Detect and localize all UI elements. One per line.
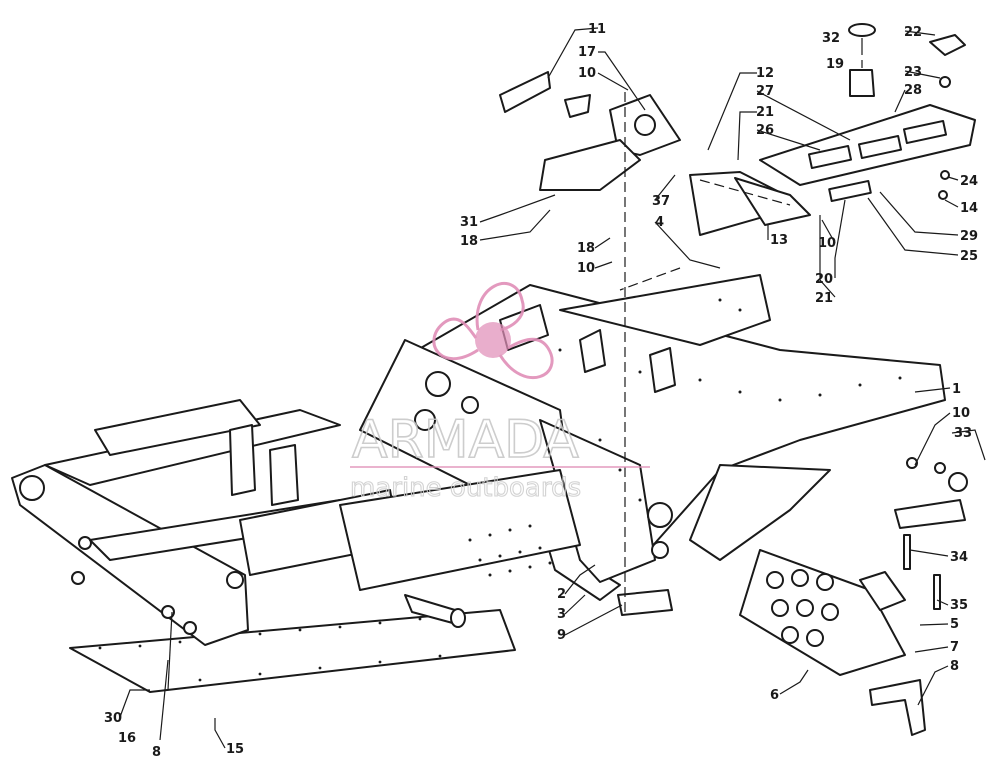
leader-lines (119, 27, 986, 749)
callout-13: 13 (770, 233, 788, 248)
callout-10-top: 10 (578, 66, 596, 81)
callout-26: 26 (756, 123, 774, 138)
callout-15: 15 (226, 742, 244, 757)
callout-23: 23 (904, 65, 922, 80)
skid-plate (617, 457, 968, 736)
callout-28: 28 (904, 83, 922, 98)
callout-24: 24 (960, 174, 978, 189)
callout-18-left: 18 (460, 234, 478, 249)
callout-17: 17 (578, 45, 596, 60)
callout-11: 11 (588, 22, 606, 37)
upper-brackets (499, 71, 811, 236)
assembly-axis-2 (699, 179, 791, 206)
callout-12: 12 (756, 66, 774, 81)
callout-2: 2 (557, 587, 566, 602)
callout-20: 20 (815, 272, 833, 287)
armada-watermark: ARMADA marine outboards (349, 282, 650, 504)
belly-pan (69, 609, 516, 693)
callout-30: 30 (104, 711, 122, 726)
callout-18-right: 18 (577, 241, 595, 256)
callout-1: 1 (952, 382, 961, 397)
callout-21-bottom: 21 (815, 291, 833, 306)
propeller-logo (432, 282, 554, 380)
callout-8-right: 8 (950, 659, 959, 674)
callout-labels: 11 17 10 12 27 21 26 32 19 22 23 28 24 1… (104, 22, 978, 760)
callout-29: 29 (960, 229, 978, 244)
callout-3: 3 (557, 607, 566, 622)
callout-31: 31 (460, 215, 478, 230)
callout-25: 25 (960, 249, 978, 264)
watermark-brand: ARMADA (352, 410, 579, 470)
callout-32: 32 (822, 31, 840, 46)
callout-8-left: 8 (152, 745, 161, 760)
assembly-axis-3 (619, 267, 681, 291)
callout-9: 9 (557, 628, 566, 643)
callout-7: 7 (950, 640, 959, 655)
callout-27: 27 (756, 84, 774, 99)
callout-6: 6 (770, 688, 779, 703)
callout-5: 5 (950, 617, 959, 632)
callout-4: 4 (655, 215, 664, 230)
callout-16: 16 (118, 731, 136, 746)
step-plate (759, 23, 976, 203)
callout-10-left: 10 (577, 261, 595, 276)
callout-33: 33 (954, 426, 972, 441)
callout-19: 19 (826, 57, 844, 72)
callout-14: 14 (960, 201, 978, 216)
callout-34: 34 (950, 550, 968, 565)
callout-22: 22 (904, 25, 922, 40)
callout-10-mid: 10 (818, 236, 836, 251)
watermark-tagline: marine outboards (350, 473, 581, 503)
callout-10-right: 10 (952, 406, 970, 421)
front-suspension-frame (11, 399, 581, 646)
callout-37: 37 (652, 194, 670, 209)
callout-21-top: 21 (756, 105, 774, 120)
callout-35: 35 (950, 598, 968, 613)
